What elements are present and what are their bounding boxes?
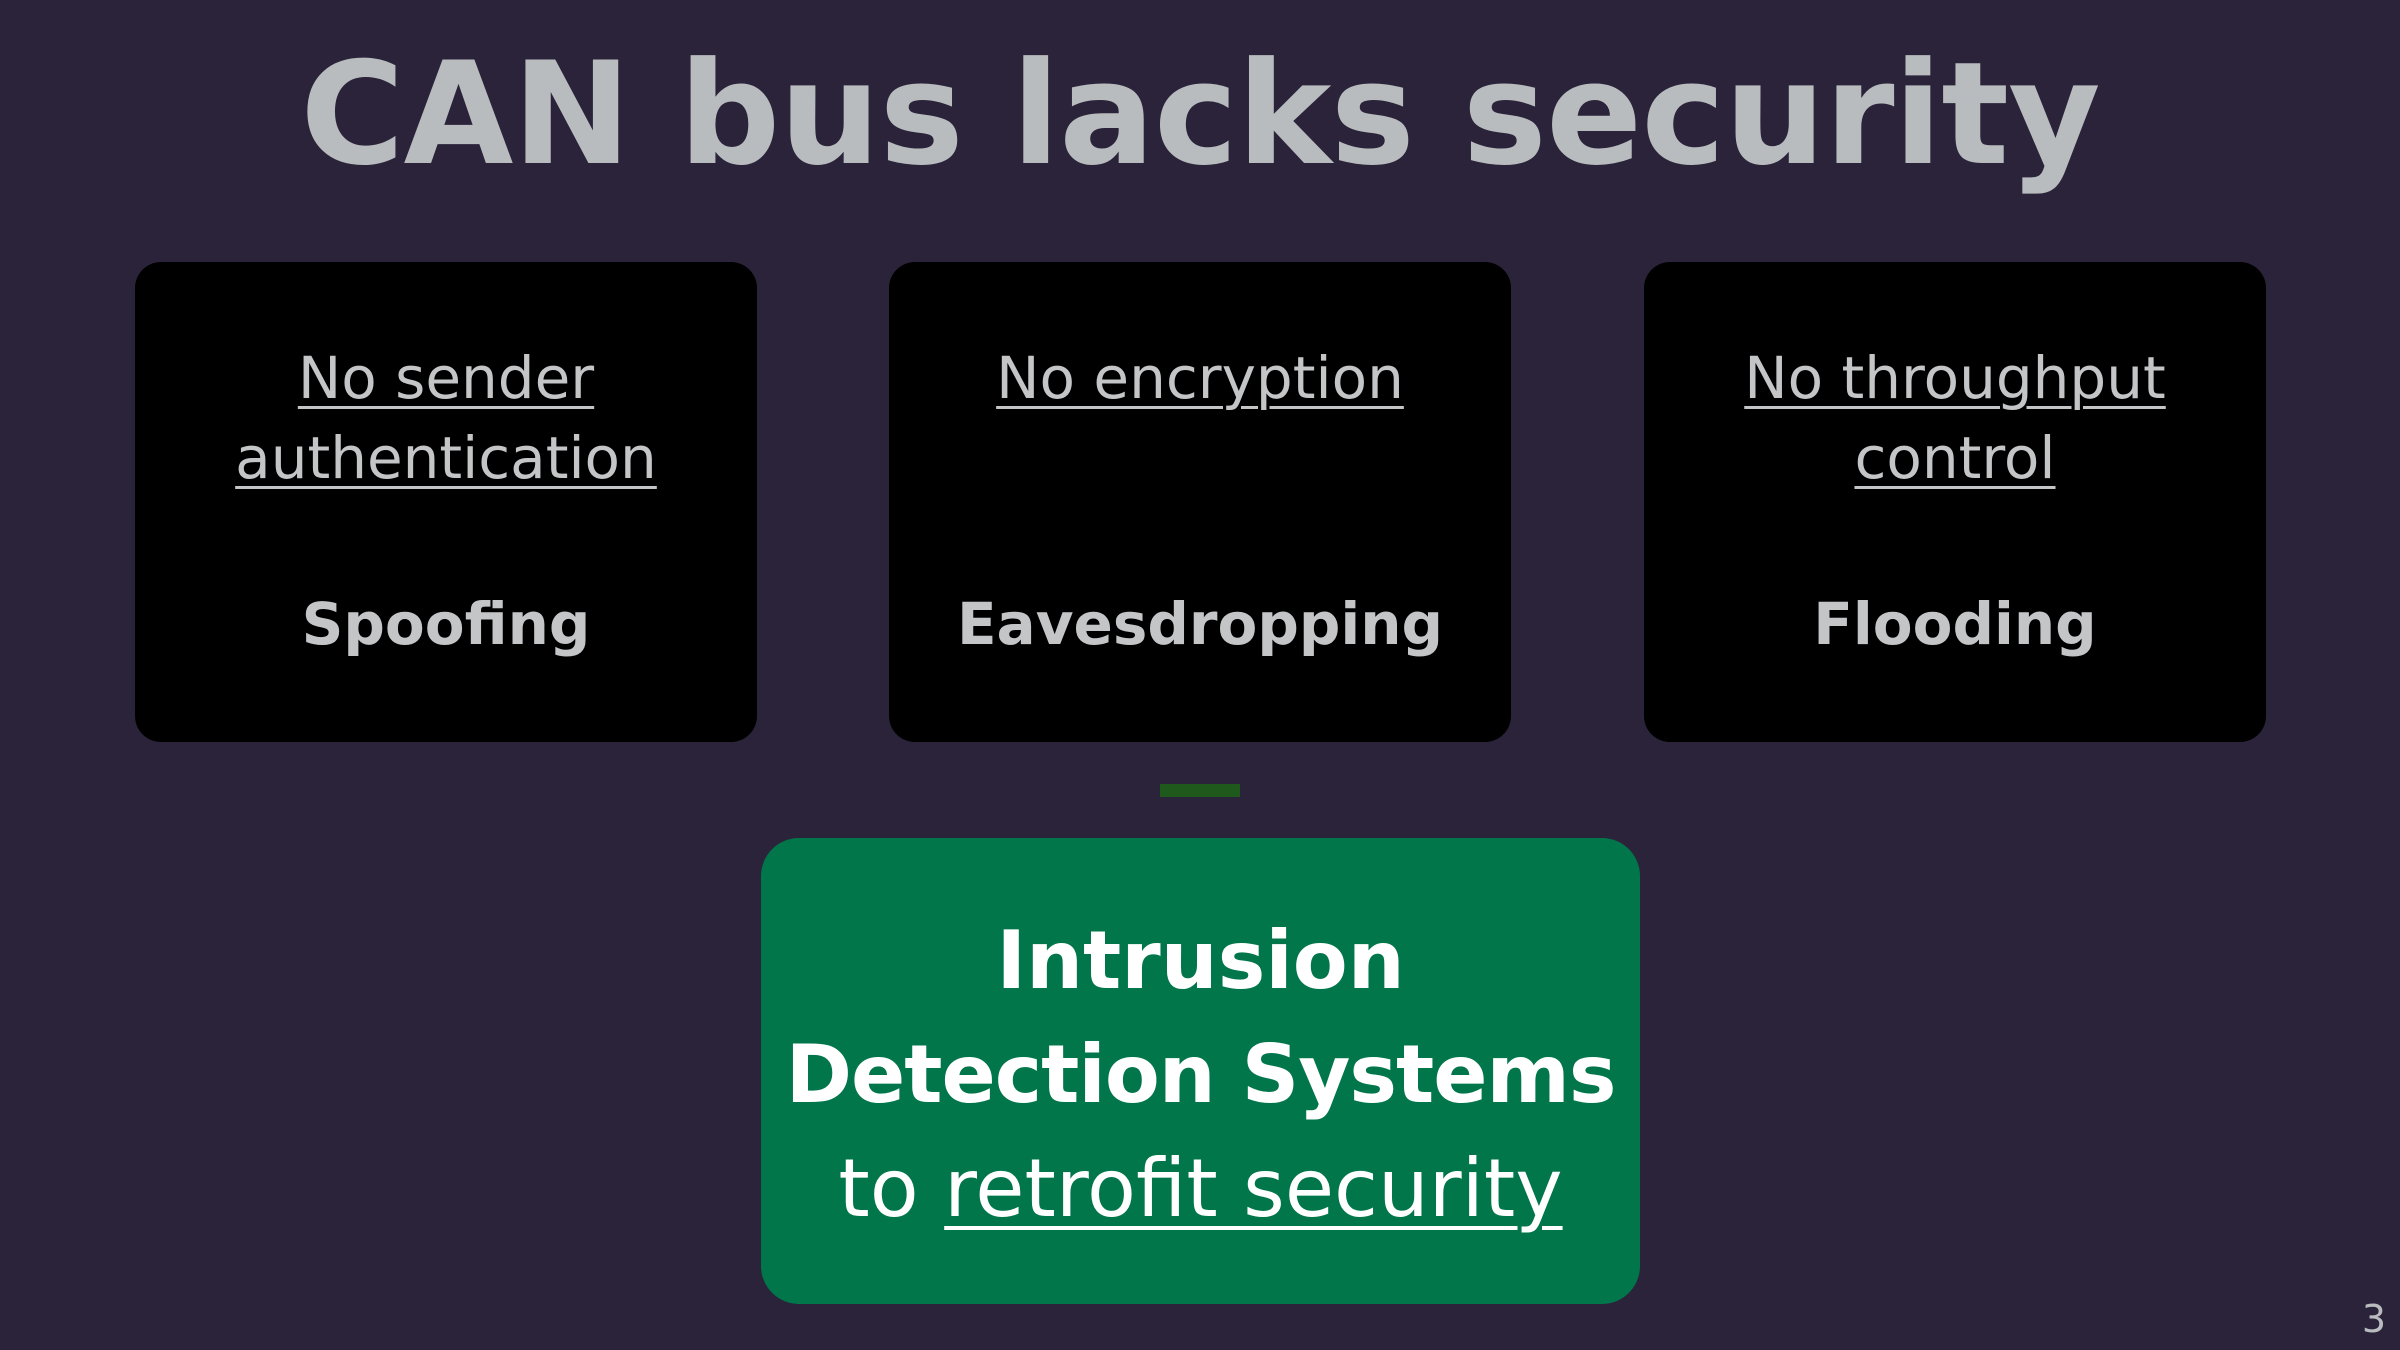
- card-heading: No encryption: [996, 344, 1404, 412]
- page-number: 3: [2361, 1297, 2386, 1341]
- solution-line-1: Intrusion: [996, 914, 1405, 1007]
- card-consequence: Spoofing: [301, 590, 591, 658]
- card-no-encryption: No encryption Eavesdropping: [889, 262, 1511, 742]
- card-heading: No throughput control: [1744, 344, 2166, 492]
- card-heading: No sender authentication: [235, 344, 657, 492]
- solution-line-3-prefix: to: [838, 1142, 945, 1235]
- card-no-sender-authentication: No sender authentication Spoofing: [135, 262, 757, 742]
- retrofit-security-text: retrofit security: [944, 1142, 1563, 1235]
- solution-box: Intrusion Detection Systems to retrofit …: [761, 838, 1640, 1304]
- card-consequence: Eavesdropping: [956, 590, 1444, 658]
- connector-bar: [1160, 784, 1240, 797]
- card-no-throughput-control: No throughput control Flooding: [1644, 262, 2266, 742]
- slide-title: CAN bus lacks security: [300, 32, 2100, 197]
- solution-line-2: Detection Systems: [785, 1028, 1617, 1121]
- solution-line-3: to retrofit security: [761, 1132, 1640, 1246]
- card-consequence: Flooding: [1813, 590, 2097, 658]
